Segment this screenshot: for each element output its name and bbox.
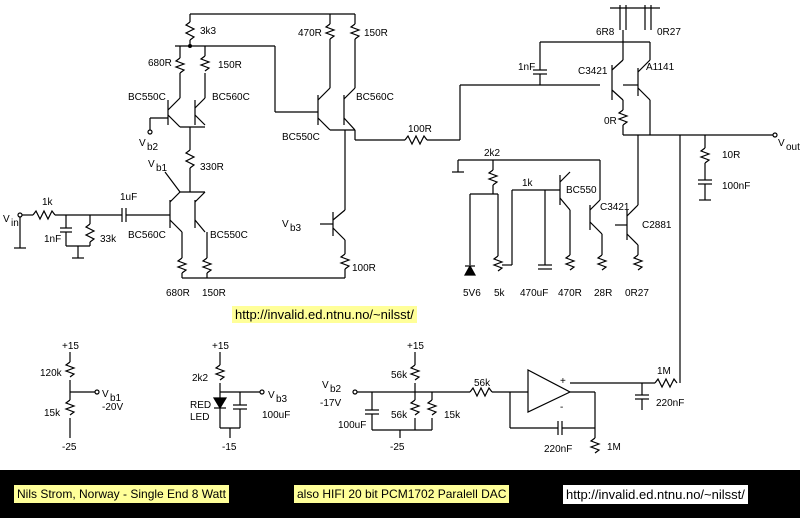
credit-label: Nils Strom, Norway - Single End 8 Watt (14, 485, 229, 503)
svg-text:120k: 120k (40, 368, 63, 379)
svg-text:C3421: C3421 (600, 202, 630, 213)
svg-text:0R27: 0R27 (625, 288, 649, 299)
svg-text:b1: b1 (110, 393, 122, 404)
svg-text:out: out (786, 142, 800, 153)
svg-text:100uF: 100uF (338, 420, 366, 431)
svg-text:BC550C: BC550C (210, 230, 248, 241)
svg-text:56k: 56k (391, 410, 408, 421)
svg-text:b3: b3 (290, 223, 302, 234)
svg-text:+: + (560, 376, 566, 387)
svg-text:V: V (268, 390, 275, 401)
footer-bar: Nils Strom, Norway - Single End 8 Watt a… (0, 470, 800, 518)
svg-text:BC560C: BC560C (212, 92, 250, 103)
svg-text:220nF: 220nF (656, 398, 684, 409)
svg-text:680R: 680R (166, 288, 190, 299)
svg-text:100nF: 100nF (722, 181, 750, 192)
svg-text:5k: 5k (494, 288, 506, 299)
svg-text:150R: 150R (364, 28, 388, 39)
svg-text:680R: 680R (148, 58, 172, 69)
svg-text:1uF: 1uF (120, 192, 137, 203)
svg-text:BC560C: BC560C (128, 230, 166, 241)
svg-text:V: V (282, 219, 289, 230)
svg-text:15k: 15k (444, 410, 461, 421)
svg-text:in: in (11, 218, 19, 229)
svg-text:b2: b2 (330, 384, 342, 395)
author-url-label: http://invalid.ed.ntnu.no/~nilsst/ (232, 306, 417, 323)
svg-text:0R27: 0R27 (657, 27, 681, 38)
svg-text:330R: 330R (200, 162, 224, 173)
svg-text:100R: 100R (352, 263, 376, 274)
svg-text:-25: -25 (62, 442, 77, 453)
bias-network: 2k2 5V6 5k 1k 470uF BC550 470R C3421 2 (452, 148, 672, 299)
svg-text:15k: 15k (44, 408, 61, 419)
svg-text:6R8: 6R8 (596, 27, 615, 38)
svg-text:56k: 56k (474, 378, 491, 389)
svg-text:470R: 470R (558, 288, 582, 299)
svg-text:-20V: -20V (102, 402, 123, 413)
svg-text:5V6: 5V6 (463, 288, 481, 299)
svg-text:1M: 1M (607, 442, 621, 453)
svg-text:V: V (778, 138, 785, 149)
svg-text:220nF: 220nF (544, 444, 572, 455)
svg-text:+15: +15 (62, 341, 79, 352)
svg-text:470R: 470R (298, 28, 322, 39)
svg-text:V: V (139, 138, 146, 149)
svg-text:1nF: 1nF (44, 234, 61, 245)
svg-text:b1: b1 (156, 163, 168, 174)
svg-text:-17V: -17V (320, 398, 341, 409)
svg-text:LED: LED (190, 412, 209, 423)
svg-text:A1141: A1141 (646, 62, 675, 73)
svg-text:2k2: 2k2 (192, 373, 209, 384)
svg-text:100R: 100R (408, 124, 432, 135)
svg-text:100uF: 100uF (262, 410, 290, 421)
svg-text:1k: 1k (42, 197, 54, 208)
svg-text:3k3: 3k3 (200, 26, 217, 37)
svg-text:V: V (322, 380, 329, 391)
svg-text:1M: 1M (657, 366, 671, 377)
svg-text:C3421: C3421 (578, 66, 608, 77)
svg-text:BC550: BC550 (566, 185, 597, 196)
svg-text:BC550C: BC550C (282, 132, 320, 143)
svg-text:V: V (102, 389, 109, 400)
svg-text:150R: 150R (202, 288, 226, 299)
svg-text:BC550C: BC550C (128, 92, 166, 103)
svg-text:V: V (148, 159, 155, 170)
svg-text:10R: 10R (722, 150, 740, 161)
svg-text:-: - (560, 402, 563, 413)
svg-text:b3: b3 (276, 394, 288, 405)
svg-text:BC560C: BC560C (356, 92, 394, 103)
svg-text:-25: -25 (390, 442, 405, 453)
svg-text:33k: 33k (100, 234, 117, 245)
svg-text:0R: 0R (604, 116, 617, 127)
svg-text:28R: 28R (594, 288, 612, 299)
svg-text:150R: 150R (218, 60, 242, 71)
svg-text:+15: +15 (407, 341, 424, 352)
svg-text:V: V (3, 214, 10, 225)
svg-text:+15: +15 (212, 341, 229, 352)
dac-label: also HIFI 20 bit PCM1702 Paralell DAC (294, 485, 510, 503)
svg-text:RED: RED (190, 400, 211, 411)
svg-text:b2: b2 (147, 142, 159, 153)
footer-url-link[interactable]: http://invalid.ed.ntnu.no/~nilsst/ (563, 485, 748, 504)
svg-text:1nF: 1nF (518, 62, 535, 73)
resistor-1k-in (32, 209, 56, 221)
svg-text:470uF: 470uF (520, 288, 548, 299)
svg-text:C2881: C2881 (642, 220, 672, 231)
svg-text:2k2: 2k2 (484, 148, 501, 159)
svg-text:56k: 56k (391, 370, 408, 381)
svg-text:-15: -15 (222, 442, 237, 453)
resistor-33k (84, 223, 96, 243)
svg-text:1k: 1k (522, 178, 534, 189)
